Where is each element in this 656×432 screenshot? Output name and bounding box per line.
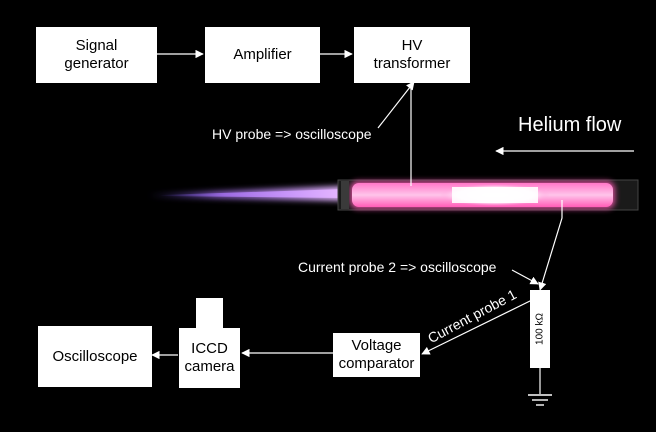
voltage-comparator-box: Voltage comparator [333, 333, 420, 377]
helium-flow-label: Helium flow [518, 114, 622, 136]
discharge-tube [337, 179, 639, 211]
amplifier-label: Amplifier [233, 46, 292, 63]
arrow-tube-to-resistor [538, 200, 563, 291]
ground-icon [528, 394, 552, 406]
arrow-current-probe-2 [511, 269, 539, 285]
resistor [530, 290, 550, 368]
iccd-camera-label: ICCD camera [184, 340, 235, 375]
signal-generator-box: Signal generator [36, 27, 157, 83]
current-probe-2-label: Current probe 2 => oscilloscope [298, 259, 497, 275]
connections [151, 49, 634, 394]
amplifier-box: Amplifier [205, 27, 320, 83]
iccd-camera-box: ICCD camera [179, 328, 240, 388]
arrow-hv-probe [377, 81, 415, 129]
hv-transformer-label: HV transformer [373, 37, 451, 72]
plasma-plume [148, 186, 345, 201]
signal-generator-label: Signal generator [64, 37, 129, 72]
voltage-comparator-label: Voltage comparator [338, 337, 415, 372]
resistor-label: 100 kΩ [534, 313, 546, 345]
arrow-current-probe-1 [421, 299, 533, 355]
hv-transformer-box: HV transformer [354, 27, 470, 83]
oscilloscope-box: Oscilloscope [38, 326, 152, 387]
oscilloscope-label: Oscilloscope [52, 347, 138, 365]
hv-probe-label: HV probe => oscilloscope [212, 126, 372, 142]
iccd-camera-lens [196, 298, 223, 328]
